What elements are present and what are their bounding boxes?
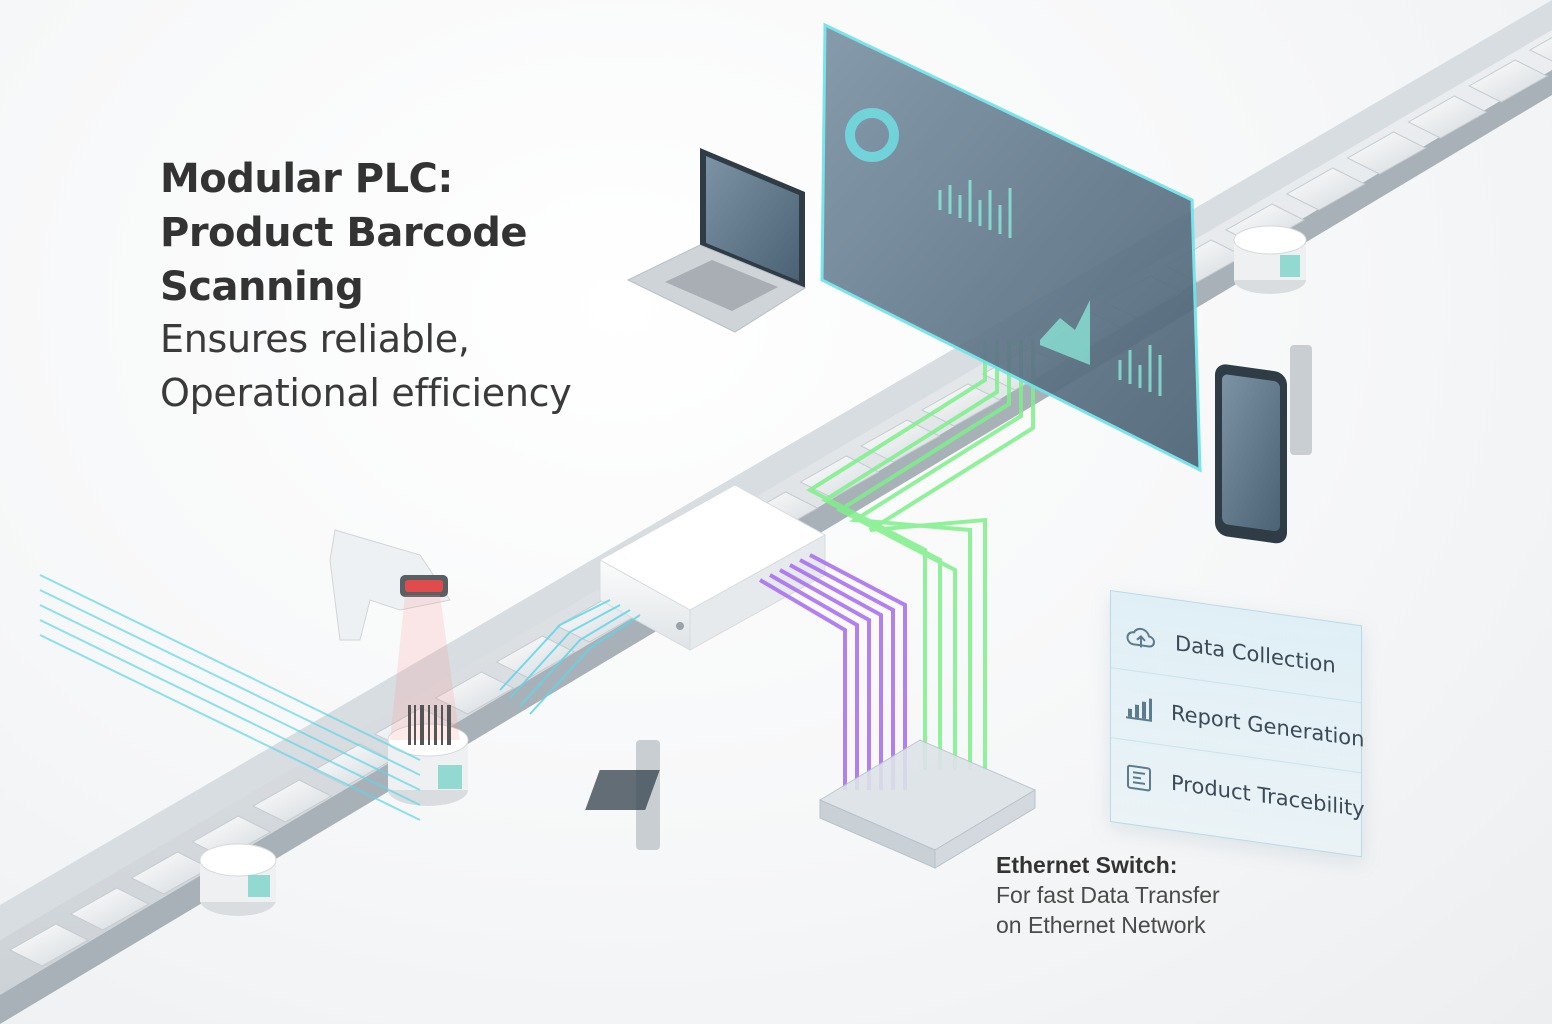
- conveyor-roller: [1407, 95, 1488, 139]
- conveyor-roller: [1468, 59, 1549, 103]
- dashboard-display: [820, 22, 1202, 473]
- ethernet-switch-caption: Ethernet Switch: For fast Data Transfer …: [996, 850, 1296, 940]
- conveyor-roller: [799, 455, 880, 499]
- ethernet-switch-title: Ethernet Switch:: [996, 852, 1178, 878]
- feature-data-collection: Data Collection: [1111, 601, 1361, 704]
- cyan-cables: [499, 599, 641, 715]
- barcode-graphic: [408, 705, 451, 745]
- conveyor-roller: [1346, 131, 1427, 175]
- feature-report-generation: Report Generation: [1111, 671, 1365, 774]
- ethernet-switch-description: For fast Data Transfer on Ethernet Netwo…: [996, 882, 1220, 938]
- laptop: [626, 148, 807, 333]
- box-trace-icon: [1125, 760, 1153, 796]
- conveyor-roller: [495, 635, 576, 679]
- green-cables: [805, 340, 1035, 770]
- smartphone: [1215, 364, 1287, 544]
- ethernet-switch-device: [585, 739, 1037, 869]
- scan-light-lines: [39, 574, 421, 821]
- feature-label: Data Collection: [1175, 631, 1336, 678]
- cloud-upload-icon: [1125, 620, 1157, 656]
- conveyor-roller: [920, 383, 1002, 427]
- product-jar: [1233, 225, 1307, 294]
- conveyor-roller: [252, 779, 333, 823]
- conveyor-roller: [434, 671, 515, 715]
- conveyor-roller: [1285, 167, 1366, 211]
- feature-label: Report Generation: [1171, 700, 1365, 752]
- barcode-scanner: [329, 529, 460, 740]
- heading-block: Modular PLC: Product Barcode Scanning En…: [160, 152, 680, 420]
- page-title: Modular PLC: Product Barcode Scanning: [160, 156, 528, 310]
- conveyor-roller: [69, 887, 150, 931]
- bar-chart-icon: [1125, 690, 1153, 726]
- page-subtitle: Ensures reliable, Operational efficiency: [160, 317, 572, 415]
- purple-cables: [758, 553, 907, 790]
- feature-panel: Data Collection Report Generation Produc…: [1110, 590, 1365, 858]
- conveyor-roller: [1528, 36, 1552, 62]
- conveyor-roller: [8, 923, 90, 967]
- product-jar: [199, 843, 277, 916]
- feature-product-traceability: Product Tracebility: [1111, 741, 1365, 842]
- feature-label: Product Tracebility: [1171, 770, 1365, 822]
- conveyor-roller: [860, 419, 941, 463]
